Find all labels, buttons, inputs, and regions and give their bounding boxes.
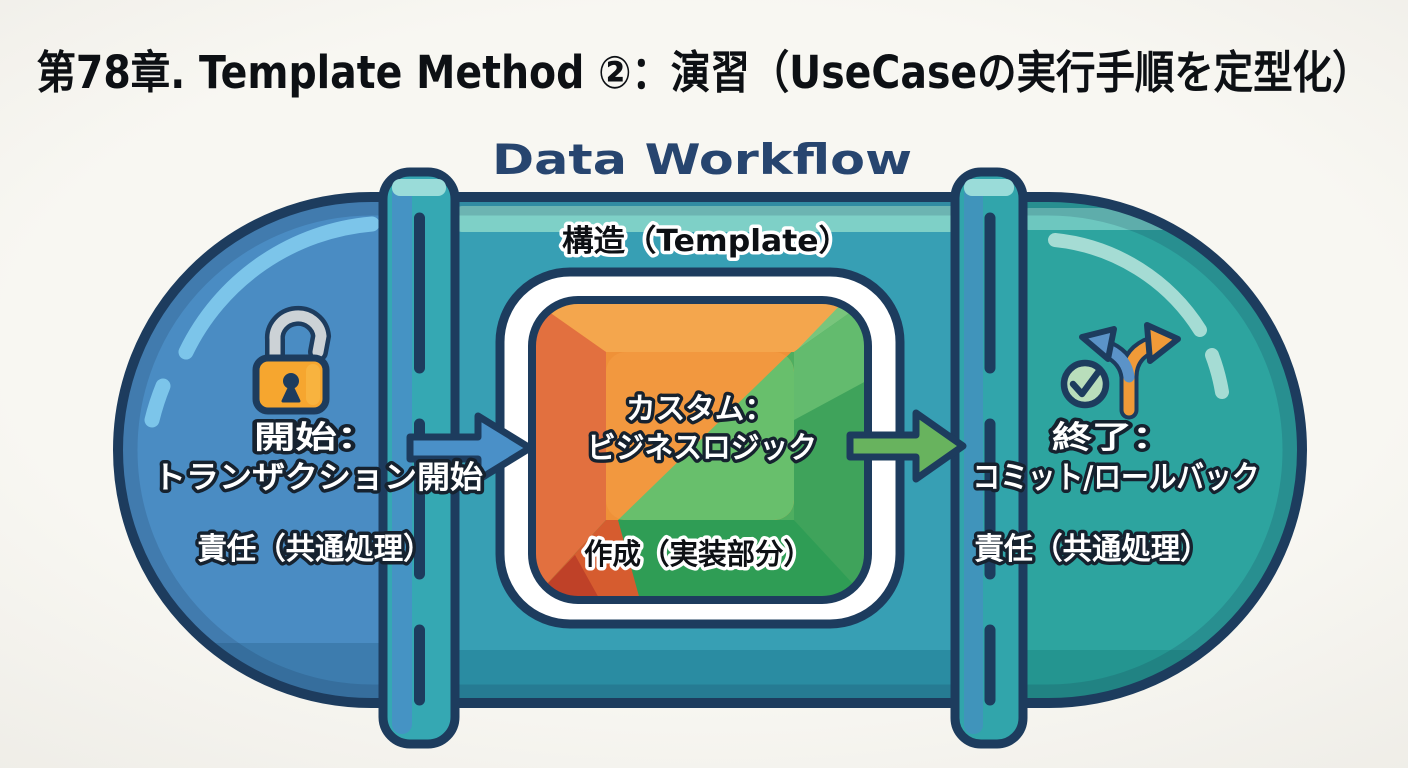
right-step-line1: 終了：: [1052, 420, 1172, 456]
right-gloss-arc: [1048, 233, 1207, 337]
keyhole: [283, 373, 299, 389]
flow-arrow-left: [406, 412, 534, 484]
page-title: 第78章. Template Method ②：演習（UseCaseの実行手順を…: [37, 46, 1372, 99]
right-step-line2: コミット/ロールバック: [973, 460, 1260, 496]
check-circle-icon: [1060, 359, 1110, 409]
capsule-middle-shade: [420, 650, 990, 703]
left-step-footer: 責任（共通処理）: [198, 532, 433, 567]
center-step-line1: カスタム：: [626, 392, 774, 427]
template-frame: [495, 267, 905, 629]
branch-left-arrowhead: [1079, 326, 1117, 362]
right-coupling-band: [950, 167, 1028, 749]
right-step: 終了： コミット/ロールバック 責任（共通処理）: [969, 322, 1263, 571]
branch-right-arrowhead: [1144, 322, 1181, 364]
flow-arrow-right: [846, 409, 967, 483]
capsule-inner-rim: [122, 200, 1298, 700]
center-step: カスタム： ビジネスロジック 作成（実装部分）: [581, 389, 821, 575]
left-step-line1: 開始：: [254, 420, 378, 456]
branch-arrows-icon: [1079, 322, 1181, 420]
left-gloss-dash: [144, 378, 171, 428]
center-step-footer: 作成（実装部分）: [584, 537, 812, 571]
right-gloss-dash: [1205, 348, 1229, 399]
right-band-top-gloss: [964, 179, 1014, 196]
left-band-stripe: [392, 183, 412, 734]
capsule-top-highlight-strip: [456, 206, 956, 232]
padlock-shine: [306, 364, 320, 405]
diagram-subtitle: Data Workflow: [492, 135, 912, 184]
left-step-line2: トランザクション開始: [153, 460, 483, 496]
business-logic-gem: [532, 300, 868, 600]
right-band-stripe: [964, 183, 983, 734]
right-step-footer: 責任（共通処理）: [975, 532, 1210, 567]
center-step-line2: ビジネスロジック: [587, 431, 817, 466]
left-step: 開始： トランザクション開始 責任（共通処理）: [150, 305, 487, 571]
left-gloss-arc: [178, 216, 380, 360]
capsule-outline: [113, 192, 1307, 708]
template-structure-label: 構造（Template）: [562, 224, 850, 259]
unlocked-padlock-icon: [252, 305, 332, 415]
left-band-top-gloss: [392, 179, 446, 196]
